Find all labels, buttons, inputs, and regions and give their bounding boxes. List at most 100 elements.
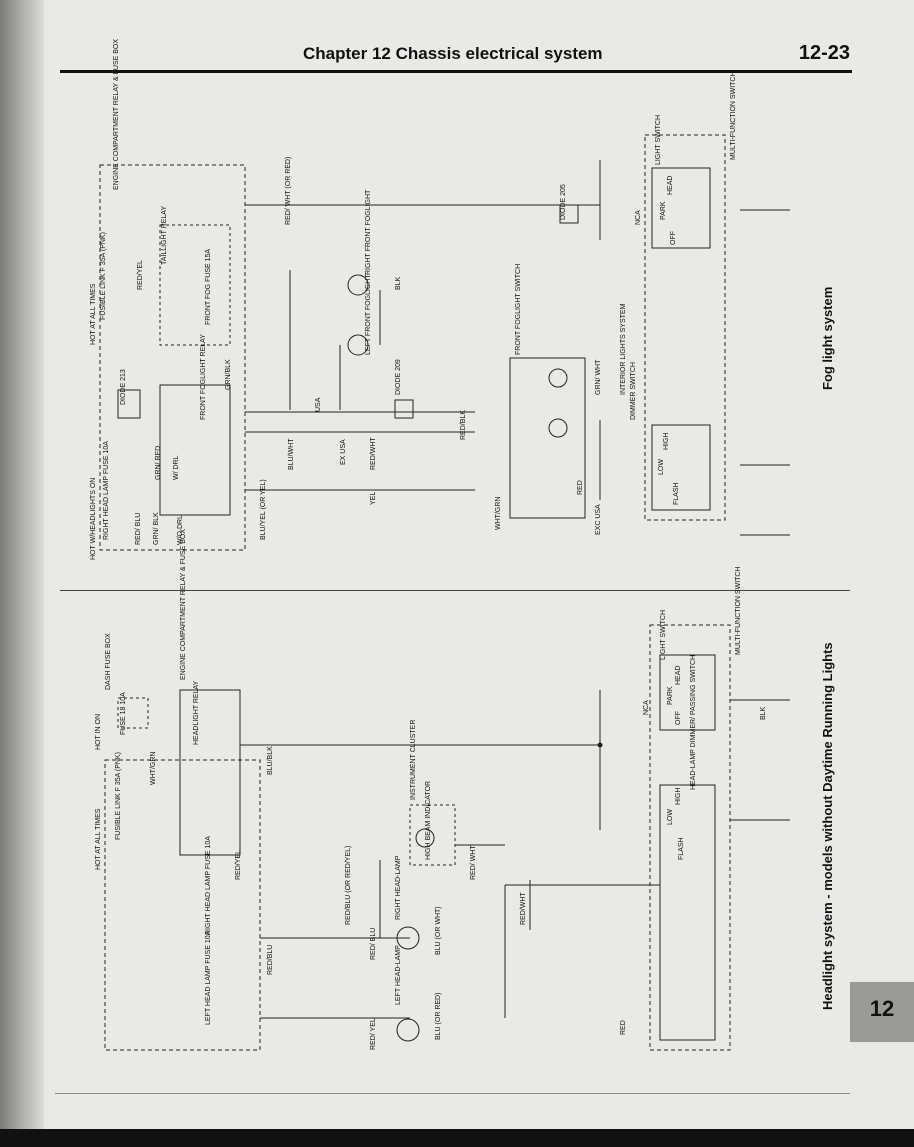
head-wire-red-blu-or: RED/BLU (OR RED/YEL)	[345, 846, 352, 925]
fog-wire-yel: YEL	[370, 492, 377, 505]
fog-foglight-relay-label: FRONT FOGLIGHT RELAY	[200, 334, 207, 420]
head-headlight-relay-label: HEADLIGHT RELAY	[193, 680, 200, 745]
head-left-headlamp-label: LEFT HEAD-LAMP	[395, 945, 402, 1005]
head-low-label: LOW	[667, 809, 674, 825]
fog-wire-red-wht: RED/WHT	[370, 437, 377, 470]
fog-wire-red-yel: RED/YEL	[137, 260, 144, 290]
fog-flash-label: FLASH	[673, 482, 680, 505]
fog-left-foglight-label: LEFT FRONT FOGLIGHT	[365, 274, 372, 355]
fog-usa-label: USA	[315, 397, 322, 412]
fog-fuse-box-outline	[99, 164, 246, 551]
head-wire-red-wht: RED/WHT	[520, 892, 527, 925]
fog-head-label: HEAD	[667, 176, 674, 195]
chapter-tab-number: 12	[869, 996, 895, 1021]
head-wire-red-blu2: RED/ BLU	[370, 928, 377, 960]
fog-hot-headlights-label: HOT W/HEADLIGHTS ON	[90, 478, 97, 560]
head-wire-blk: BLK	[760, 706, 767, 720]
fog-off-label: OFF	[670, 231, 677, 245]
head-engine-box-label: ENGINE COMPARTMENT RELAY & FUSE BOX	[180, 529, 187, 680]
fog-ex-usa-label: EX USA	[340, 439, 347, 465]
head-multi-switch-label: MULTI-FUNCTION SWITCH	[735, 566, 742, 655]
head-dash-fuse-box-label: DASH FUSE BOX	[105, 633, 112, 690]
head-light-switch-label: LIGHT SWITCH	[660, 610, 667, 660]
fog-fusible-link-label: FUSIBLE LINK F 35A (PNK)	[100, 232, 107, 320]
fog-wire-blu-wht: BLU/WHT	[288, 438, 295, 470]
head-dimmer-switch-label: HEAD-LAMP DIMMER/ PASSING SWITCH	[690, 655, 697, 790]
head-fusible-link-label: FUSIBLE LINK F 35A (PNK)	[115, 752, 122, 840]
fog-diagram-labels: HOT W/HEADLIGHTS ON HOT AT ALL TIMES FUS…	[90, 39, 737, 560]
fog-wire-blu-yel: BLU/YEL (OR YEL)	[260, 479, 267, 540]
fog-light-switch-label: LIGHT SWITCH	[655, 115, 662, 165]
head-wire-red: RED	[620, 1020, 627, 1035]
fog-wire-grn-red: GRN/ RED	[155, 446, 162, 480]
head-wire-wht-grn: WHT/GRN	[150, 752, 157, 785]
fog-wire-red-blu: RED/ BLU	[135, 513, 142, 545]
head-nca-label: NCA	[643, 700, 650, 715]
head-wire-red-yel: RED/YEL	[235, 850, 242, 880]
head-fuse-box-outline	[104, 759, 261, 1051]
fog-high-label: HIGH	[663, 433, 670, 451]
fog-wire-grn-blk: GRN/ BLK	[153, 512, 160, 545]
head-left-fuse-label: LEFT HEAD LAMP FUSE 10A	[205, 930, 212, 1025]
head-high-label: HIGH	[675, 788, 682, 806]
fog-right-head-fuse-label: RIGHT HEAD LAMP FUSE 10A	[103, 441, 110, 540]
fog-diode-213-label: DIODE 213	[120, 369, 127, 405]
foglight-switch-outline	[509, 357, 586, 519]
fog-hot-all-times-label: HOT AT ALL TIMES	[90, 283, 97, 345]
page-bottom-edge	[0, 1129, 914, 1147]
chapter-title: Chapter 12 Chassis electrical system	[303, 44, 603, 63]
fog-front-fog-fuse-label: FRONT FOG FUSE 15A	[205, 249, 212, 325]
fog-diode-205-label: DIODE 205	[560, 184, 567, 220]
head-off-label: OFF	[675, 711, 682, 725]
chapter-tab: 12	[850, 982, 914, 1042]
headlight-relay-outline	[179, 689, 241, 856]
fog-foglight-switch-label: FRONT FOGLIGHT SWITCH	[515, 264, 522, 355]
fog-engine-box-label: ENGINE COMPARTMENT RELAY & FUSE BOX	[113, 39, 120, 190]
fog-wire-grn-wht: GRN/ WHT	[595, 359, 602, 395]
fog-right-foglight-label: RIGHT FRONT FOGLIGHT	[365, 189, 372, 275]
fog-dimmer-switch-label: DIMMER SWITCH	[630, 362, 637, 420]
fog-wire-red-wht-or-red: RED/ WHT (OR RED)	[285, 157, 292, 225]
page-header: Chapter 12 Chassis electrical system 12-…	[60, 40, 852, 73]
head-park-label: PARK	[667, 686, 674, 705]
head-right-fuse-label: RIGHT HEAD LAMP FUSE 10A	[205, 836, 212, 935]
head-fuse-18-label: FUSE 18 10A	[120, 692, 127, 735]
head-hot-all-times-label: HOT AT ALL TIMES	[95, 808, 102, 870]
head-right-headlamp-label: RIGHT HEAD-LAMP	[395, 855, 402, 920]
head-hot-in-on-label: HOT IN ON	[95, 714, 102, 750]
fog-multi-switch-label: MULTI-FUNCTION SWITCH	[730, 71, 737, 160]
head-flash-label: FLASH	[678, 837, 685, 860]
footer-rule	[55, 1093, 850, 1094]
head-head-label: HEAD	[675, 666, 682, 685]
head-wire-red-yel2: RED/ YEL	[370, 1018, 377, 1050]
multifunction-switch-outline	[644, 134, 726, 521]
section-divider	[60, 590, 850, 591]
head-wire-red-blu: RED/BLU	[267, 945, 274, 975]
page-number: 12-23	[798, 42, 850, 64]
fog-exc-usa-label: EXC USA	[595, 504, 602, 535]
page-binding-shadow	[0, 0, 44, 1147]
fog-wire-wht-grn: WHT/GRN	[495, 497, 502, 530]
headlight-diagram-labels: HOT IN ON HOT AT ALL TIMES DASH FUSE BOX…	[95, 529, 767, 1050]
head-wire-red-wht2: RED/ WHT	[470, 845, 477, 880]
head-wire-blu-or-red: BLU (OR RED)	[435, 993, 442, 1040]
instrument-cluster-outline	[409, 804, 456, 866]
fog-wire-blk: BLK	[395, 276, 402, 290]
fog-interior-lights-label: INTERIOR LIGHTS SYSTEM	[620, 303, 627, 395]
fog-wire-grn-blk2: GRN/BLK	[225, 359, 232, 390]
head-instrument-cluster-label: INSTRUMENT CLUSTER	[410, 720, 417, 800]
fog-nca-label: NCA	[635, 210, 642, 225]
fog-wo-drl-label: W/O DRL	[177, 515, 184, 545]
head-high-beam-label: HIGH BEAM INDICATOR	[425, 781, 432, 860]
fog-w-drl-label: W/ DRL	[173, 455, 180, 480]
fog-park-label: PARK	[660, 201, 667, 220]
fog-taillight-relay-label: TAILLIGHT RELAY	[161, 206, 168, 265]
fog-wire-red-blk: RED/BLK	[460, 410, 467, 440]
head-wire-blu-blk: BLU/BLK	[267, 746, 274, 775]
fog-low-label: LOW	[658, 459, 665, 475]
fog-wire-red: RED	[577, 480, 584, 495]
fog-relay-outline	[159, 384, 231, 516]
